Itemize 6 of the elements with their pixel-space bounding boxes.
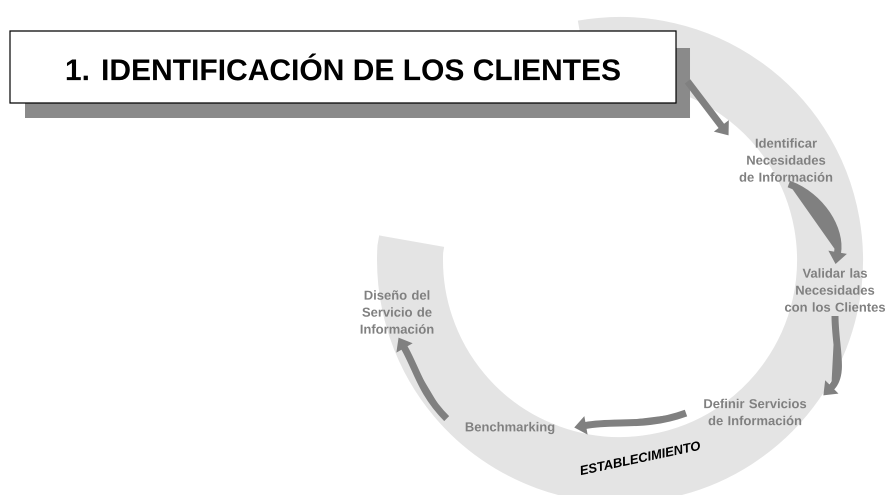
- title-box: 1. IDENTIFICACIÓN DE LOS CLIENTES: [9, 30, 677, 104]
- step-label: Diseño del Servicio de Información: [360, 290, 434, 334]
- step-label: Validar las Necesidades con los Clientes: [784, 268, 886, 312]
- step-label: Benchmarking: [466, 422, 554, 434]
- step-label: Definir Servicios de Información: [704, 398, 806, 426]
- step-label: Identificar Necesidades de Información: [740, 138, 832, 182]
